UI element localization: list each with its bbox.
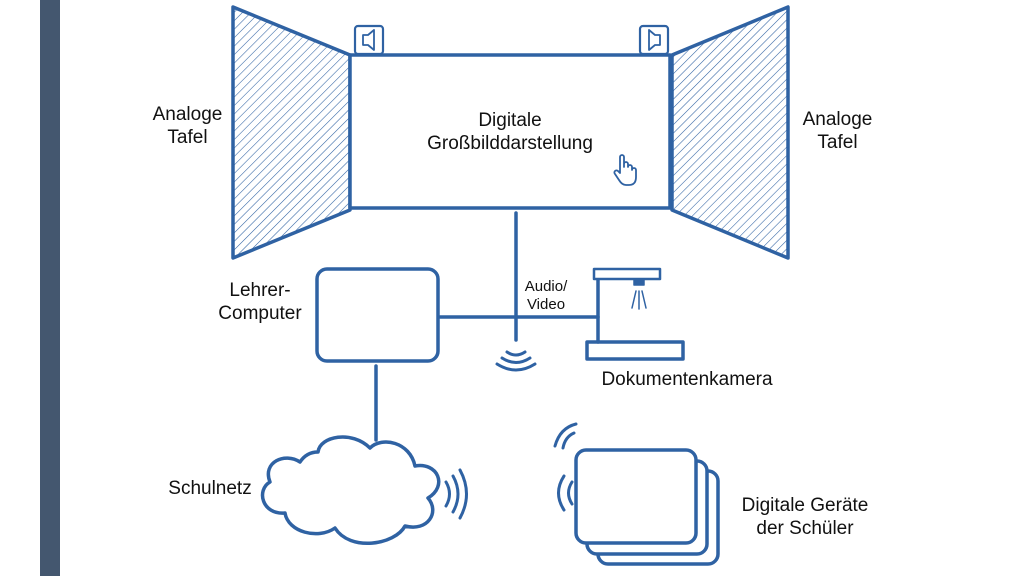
- document-camera-label: Dokumentenkamera: [601, 369, 773, 390]
- teacher-computer-label: Lehrer- Computer: [218, 280, 302, 324]
- sidebar-accent-bar: [40, 0, 60, 576]
- wireless-signal-icon: [553, 422, 578, 512]
- left-analog-board: [231, 5, 352, 260]
- student-devices-label: Digitale Geräte der Schüler: [741, 495, 869, 539]
- left-board-label: Analoge Tafel: [152, 104, 223, 148]
- document-camera: [585, 267, 685, 361]
- display-label: Digitale Großbilddarstellung: [427, 110, 593, 154]
- audio-video-label: Audio/ Video: [524, 278, 568, 313]
- school-network-cloud: [260, 435, 441, 545]
- right-board-label: Analoge Tafel: [802, 109, 873, 153]
- wireless-signal-icon: [495, 350, 537, 372]
- speaker-icon: [638, 24, 670, 56]
- hand-pointer-icon: [613, 154, 637, 186]
- right-analog-board: [670, 5, 790, 260]
- teacher-computer: [315, 267, 440, 363]
- wireless-signal-icon: [444, 468, 468, 520]
- school-network-label: Schulnetz: [168, 478, 252, 499]
- speaker-icon: [353, 24, 385, 56]
- student-devices: [574, 448, 720, 566]
- digital-display-screen: [348, 53, 672, 210]
